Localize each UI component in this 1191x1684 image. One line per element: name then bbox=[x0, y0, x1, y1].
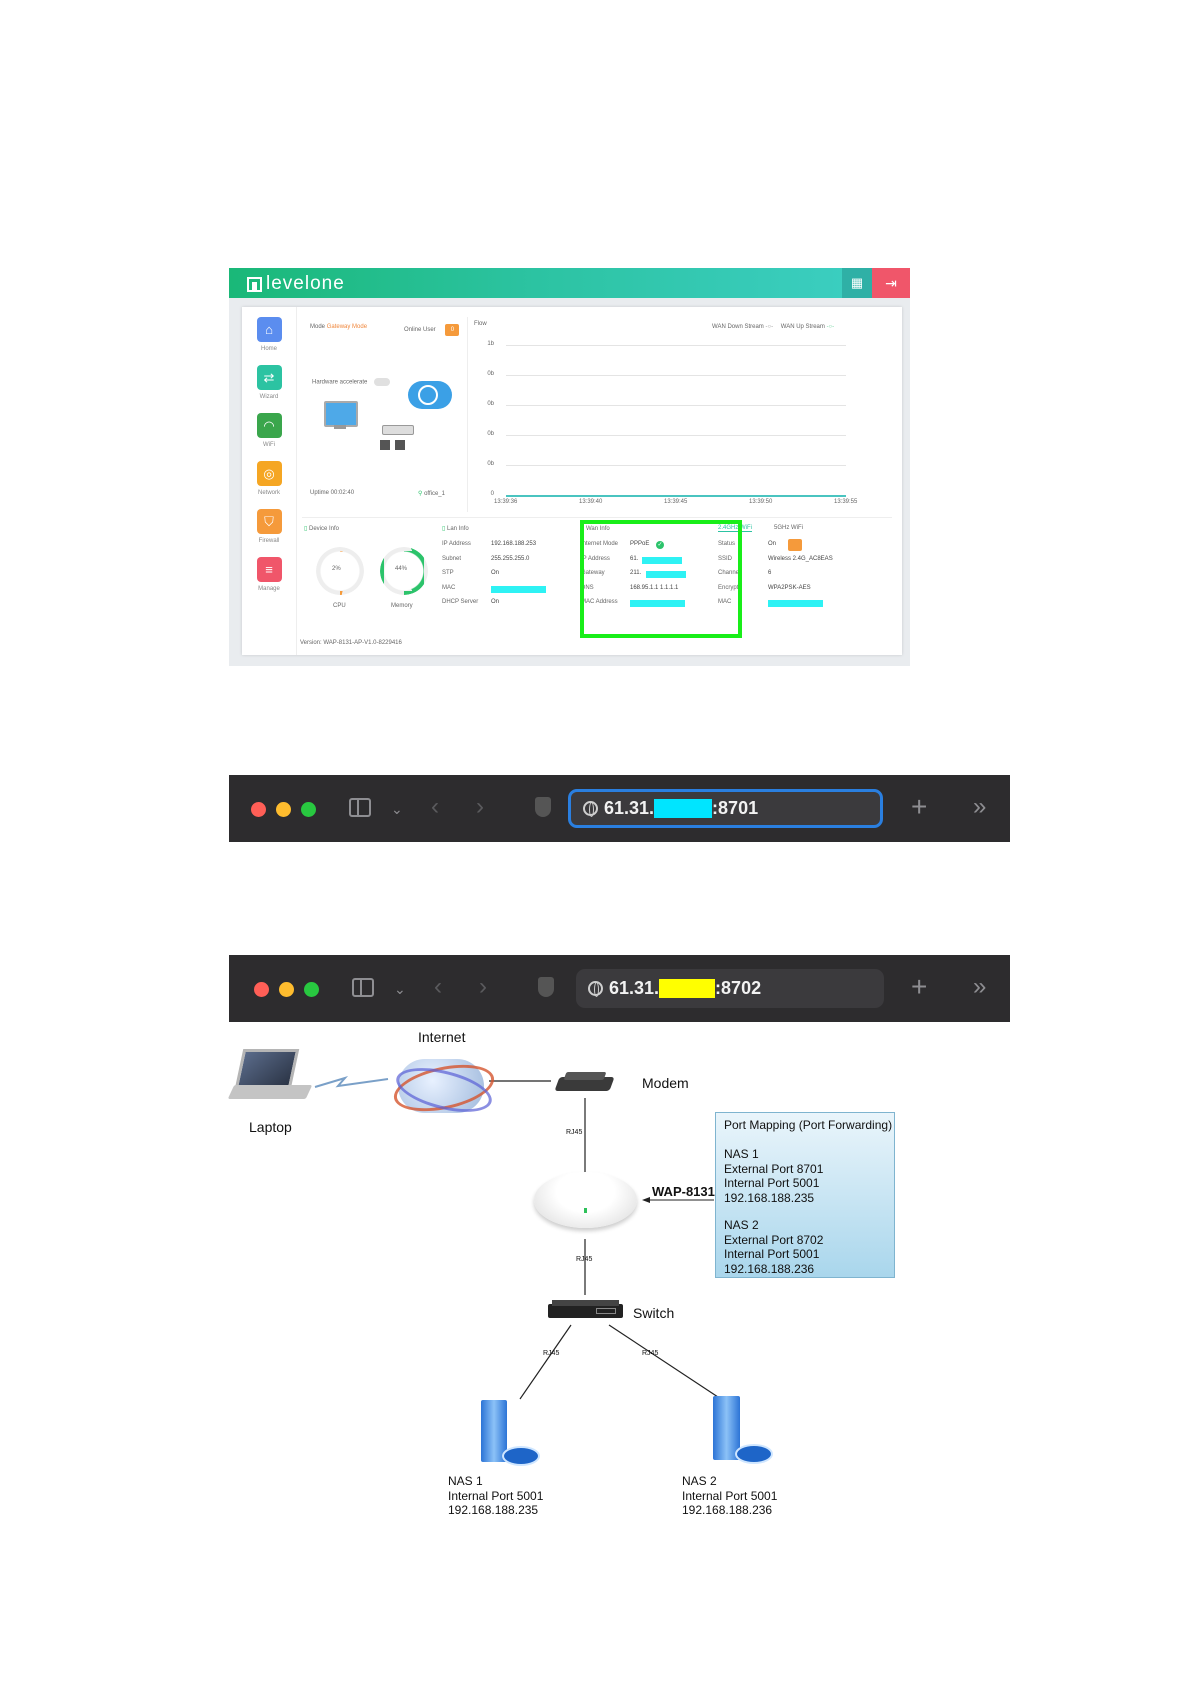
wap-label: WAP-8131 bbox=[652, 1184, 715, 1199]
internet-label: Internet bbox=[418, 1029, 465, 1045]
nas2-server-icon bbox=[710, 1396, 770, 1466]
internet-cloud-icon bbox=[393, 1047, 489, 1119]
rj45-label: RJ45 bbox=[576, 1256, 592, 1263]
link-switch-nas2 bbox=[609, 1325, 721, 1399]
arrowhead-icon bbox=[642, 1197, 650, 1203]
wireless-link-icon bbox=[315, 1078, 388, 1087]
switch-label: Switch bbox=[633, 1305, 674, 1321]
wap-access-point-icon bbox=[534, 1172, 637, 1232]
port-mapping-title: Port Mapping (Port Forwarding) bbox=[724, 1118, 892, 1133]
port-mapping-box: Port Mapping (Port Forwarding) NAS 1 Ext… bbox=[715, 1112, 895, 1278]
port-mapping-nas1: NAS 1 External Port 8701 Internal Port 5… bbox=[724, 1147, 823, 1205]
modem-label: Modem bbox=[642, 1075, 689, 1091]
switch-icon bbox=[548, 1300, 623, 1320]
rj45-label: RJ45 bbox=[642, 1350, 658, 1357]
modem-icon bbox=[557, 1072, 612, 1094]
nas1-label: NAS 1 Internal Port 5001 192.168.188.235 bbox=[448, 1474, 543, 1518]
link-switch-nas1 bbox=[520, 1325, 571, 1399]
laptop-label: Laptop bbox=[249, 1119, 292, 1135]
nas2-label: NAS 2 Internal Port 5001 192.168.188.236 bbox=[682, 1474, 777, 1518]
rj45-label: RJ45 bbox=[566, 1129, 582, 1136]
rj45-label: RJ45 bbox=[543, 1350, 559, 1357]
port-mapping-nas2: NAS 2 External Port 8702 Internal Port 5… bbox=[724, 1218, 823, 1276]
nas1-server-icon bbox=[478, 1400, 538, 1468]
laptop-icon bbox=[231, 1049, 311, 1103]
